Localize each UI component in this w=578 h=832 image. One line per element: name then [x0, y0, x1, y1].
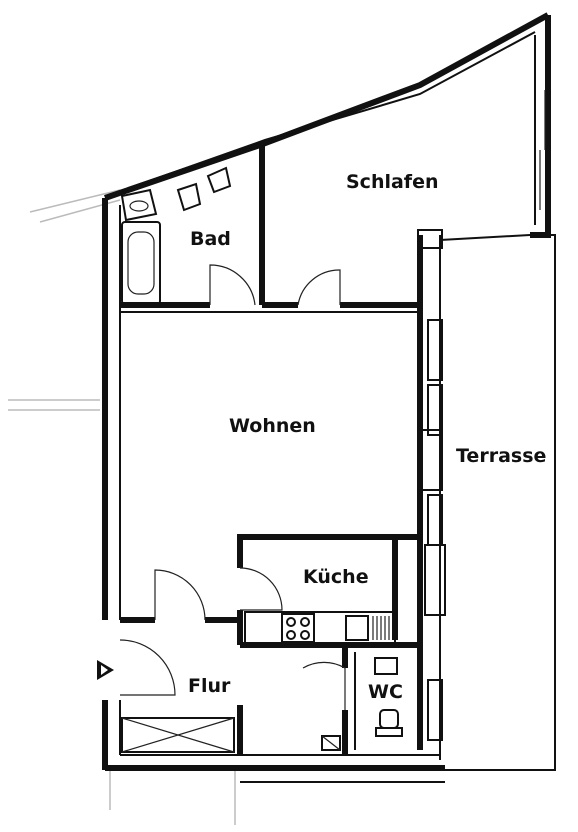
room-label-kueche: Küche	[303, 566, 369, 588]
kitchen-counter	[244, 611, 396, 645]
facade-windows	[417, 90, 546, 760]
entrance-arrow-icon	[97, 660, 114, 680]
sink-icon	[345, 615, 390, 641]
toilet-icon	[176, 166, 232, 212]
room-label-schlafen: Schlafen	[346, 171, 439, 193]
wc-toilet-icon	[375, 709, 403, 737]
room-label-bad: Bad	[190, 228, 231, 250]
terrace-outline	[439, 234, 556, 771]
outer-walls	[102, 12, 551, 783]
room-label-wohnen: Wohnen	[229, 415, 316, 437]
bathtub-icon	[121, 221, 161, 305]
room-label-terrasse: Terrasse	[456, 445, 546, 467]
washbasin-icon	[120, 188, 158, 222]
room-label-flur: Flur	[188, 675, 231, 697]
room-labels: Schlafen Bad Wohnen Terrasse Küche Flur …	[188, 171, 546, 703]
storage-cabinet	[121, 705, 243, 755]
context-lines	[8, 189, 236, 825]
stove-icon	[281, 613, 315, 643]
radiator-icon	[321, 735, 341, 751]
doors	[119, 264, 346, 710]
room-label-wc: WC	[368, 681, 403, 703]
wc-washbasin-icon	[374, 657, 398, 675]
interior-walls	[120, 145, 420, 755]
